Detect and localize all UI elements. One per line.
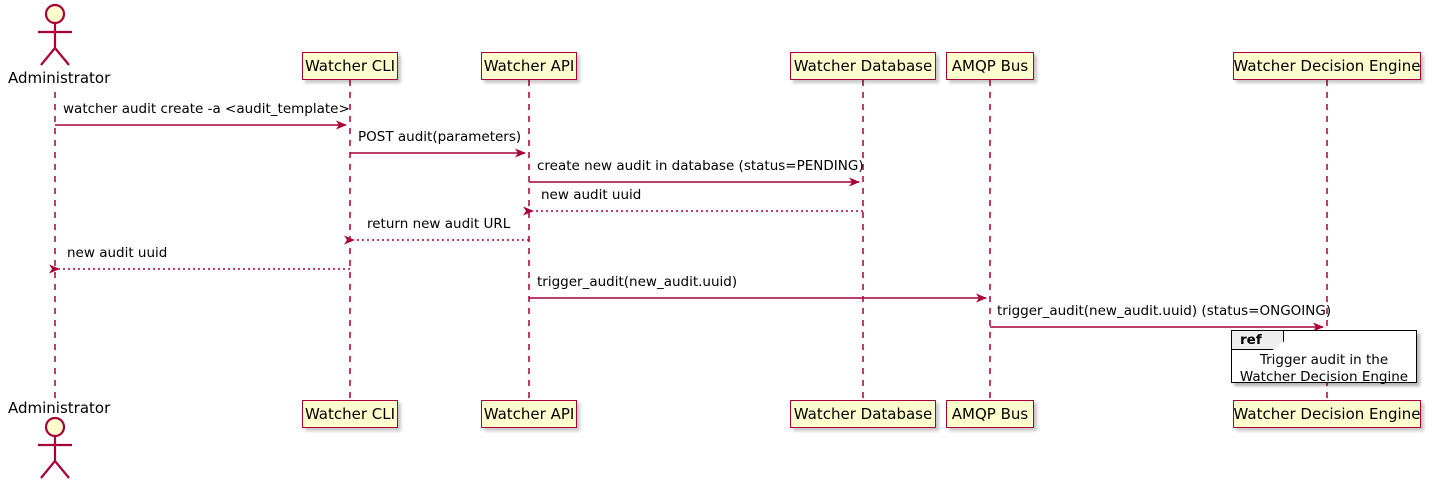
ref-fragment-keyword: ref [1232,331,1284,350]
participant-watcher-api-top[interactable]: Watcher API [481,52,577,80]
ref-fragment-line-1: Trigger audit in the [1259,352,1389,368]
message-label-8: trigger_audit(new_audit.uuid) (status=ON… [997,303,1332,319]
message-label-6: new audit uuid [67,245,168,261]
message-label-3: create new audit in database (status=PEN… [537,158,864,174]
actor-label-top: Administrator [8,69,111,87]
participant-watcher-database-bottom[interactable]: Watcher Database [790,400,936,428]
actor-figure-top [38,3,72,66]
ref-fragment-body: Trigger audit in the Watcher Decision En… [1232,352,1416,386]
participant-amqp-bus-top[interactable]: AMQP Bus [946,52,1034,80]
message-label-5: return new audit URL [367,216,511,232]
message-label-1: watcher audit create -a <audit_template> [63,101,350,117]
participant-watcher-cli-bottom[interactable]: Watcher CLI [302,400,398,428]
actor-figure-bottom [38,416,72,479]
message-label-4: new audit uuid [541,187,642,203]
participant-watcher-cli-top[interactable]: Watcher CLI [302,52,398,80]
actor-label-bottom: Administrator [8,399,111,417]
participant-amqp-bus-bottom[interactable]: AMQP Bus [946,400,1034,428]
participant-watcher-decision-engine-bottom[interactable]: Watcher Decision Engine [1233,400,1421,428]
lifelines [54,80,1328,400]
message-label-7: trigger_audit(new_audit.uuid) [537,274,738,290]
participant-watcher-decision-engine-top[interactable]: Watcher Decision Engine [1233,52,1421,80]
message-arrows [49,120,1324,332]
message-label-2: POST audit(parameters) [358,129,522,145]
ref-fragment: ref Trigger audit in the Watcher Decisio… [1231,330,1417,386]
participant-watcher-api-bottom[interactable]: Watcher API [481,400,577,428]
ref-fragment-line-2: Watcher Decision Engine [1239,369,1409,385]
participant-watcher-database-top[interactable]: Watcher Database [790,52,936,80]
